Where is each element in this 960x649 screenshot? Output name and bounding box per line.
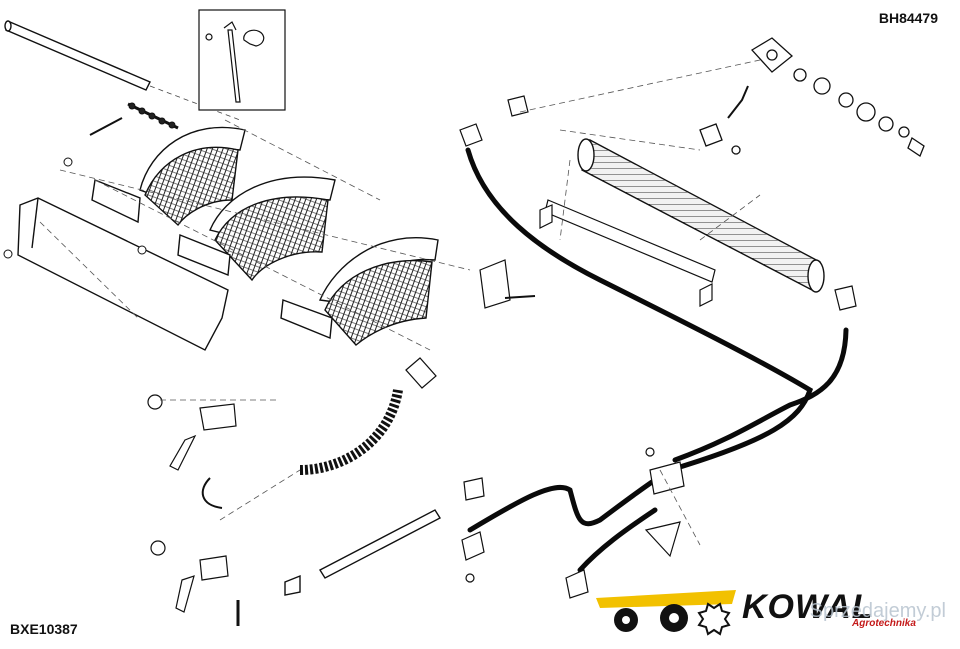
hydraulic-hoses <box>465 147 849 573</box>
pin <box>89 117 123 136</box>
brand-logo-graphic <box>596 590 736 636</box>
brand-subtitle: Agrotechnika <box>852 618 916 629</box>
brand-name: KOWAL <box>742 588 874 626</box>
logo-gear-icon <box>697 602 731 636</box>
concave-3 <box>280 237 439 346</box>
inset-detail-box <box>198 9 286 111</box>
cooler-frame <box>539 199 716 307</box>
diagram-code-bottom: BXE10387 <box>10 621 78 637</box>
watermark: Sprzedajemy.pl <box>809 600 946 622</box>
chain-bar <box>127 102 179 130</box>
small-bracket <box>405 357 437 389</box>
cooler-cylinder <box>577 138 825 293</box>
lever-assembly-upper <box>147 394 237 509</box>
bolts-left <box>3 157 147 259</box>
concave-1 <box>91 126 246 227</box>
bracket-plate <box>479 259 536 309</box>
lever-assembly-lower <box>150 540 240 626</box>
curved-chain <box>299 389 403 475</box>
leader-lines <box>39 59 761 546</box>
valve-fitting-assembly <box>699 37 925 157</box>
angle-bar <box>17 197 229 351</box>
concave-2 <box>177 176 336 282</box>
diagram-code-top: BH84479 <box>878 10 938 26</box>
shaft-rod <box>4 20 151 91</box>
hose-fittings <box>459 95 857 599</box>
logo-tractor-bar <box>596 590 736 608</box>
strap <box>284 509 441 596</box>
